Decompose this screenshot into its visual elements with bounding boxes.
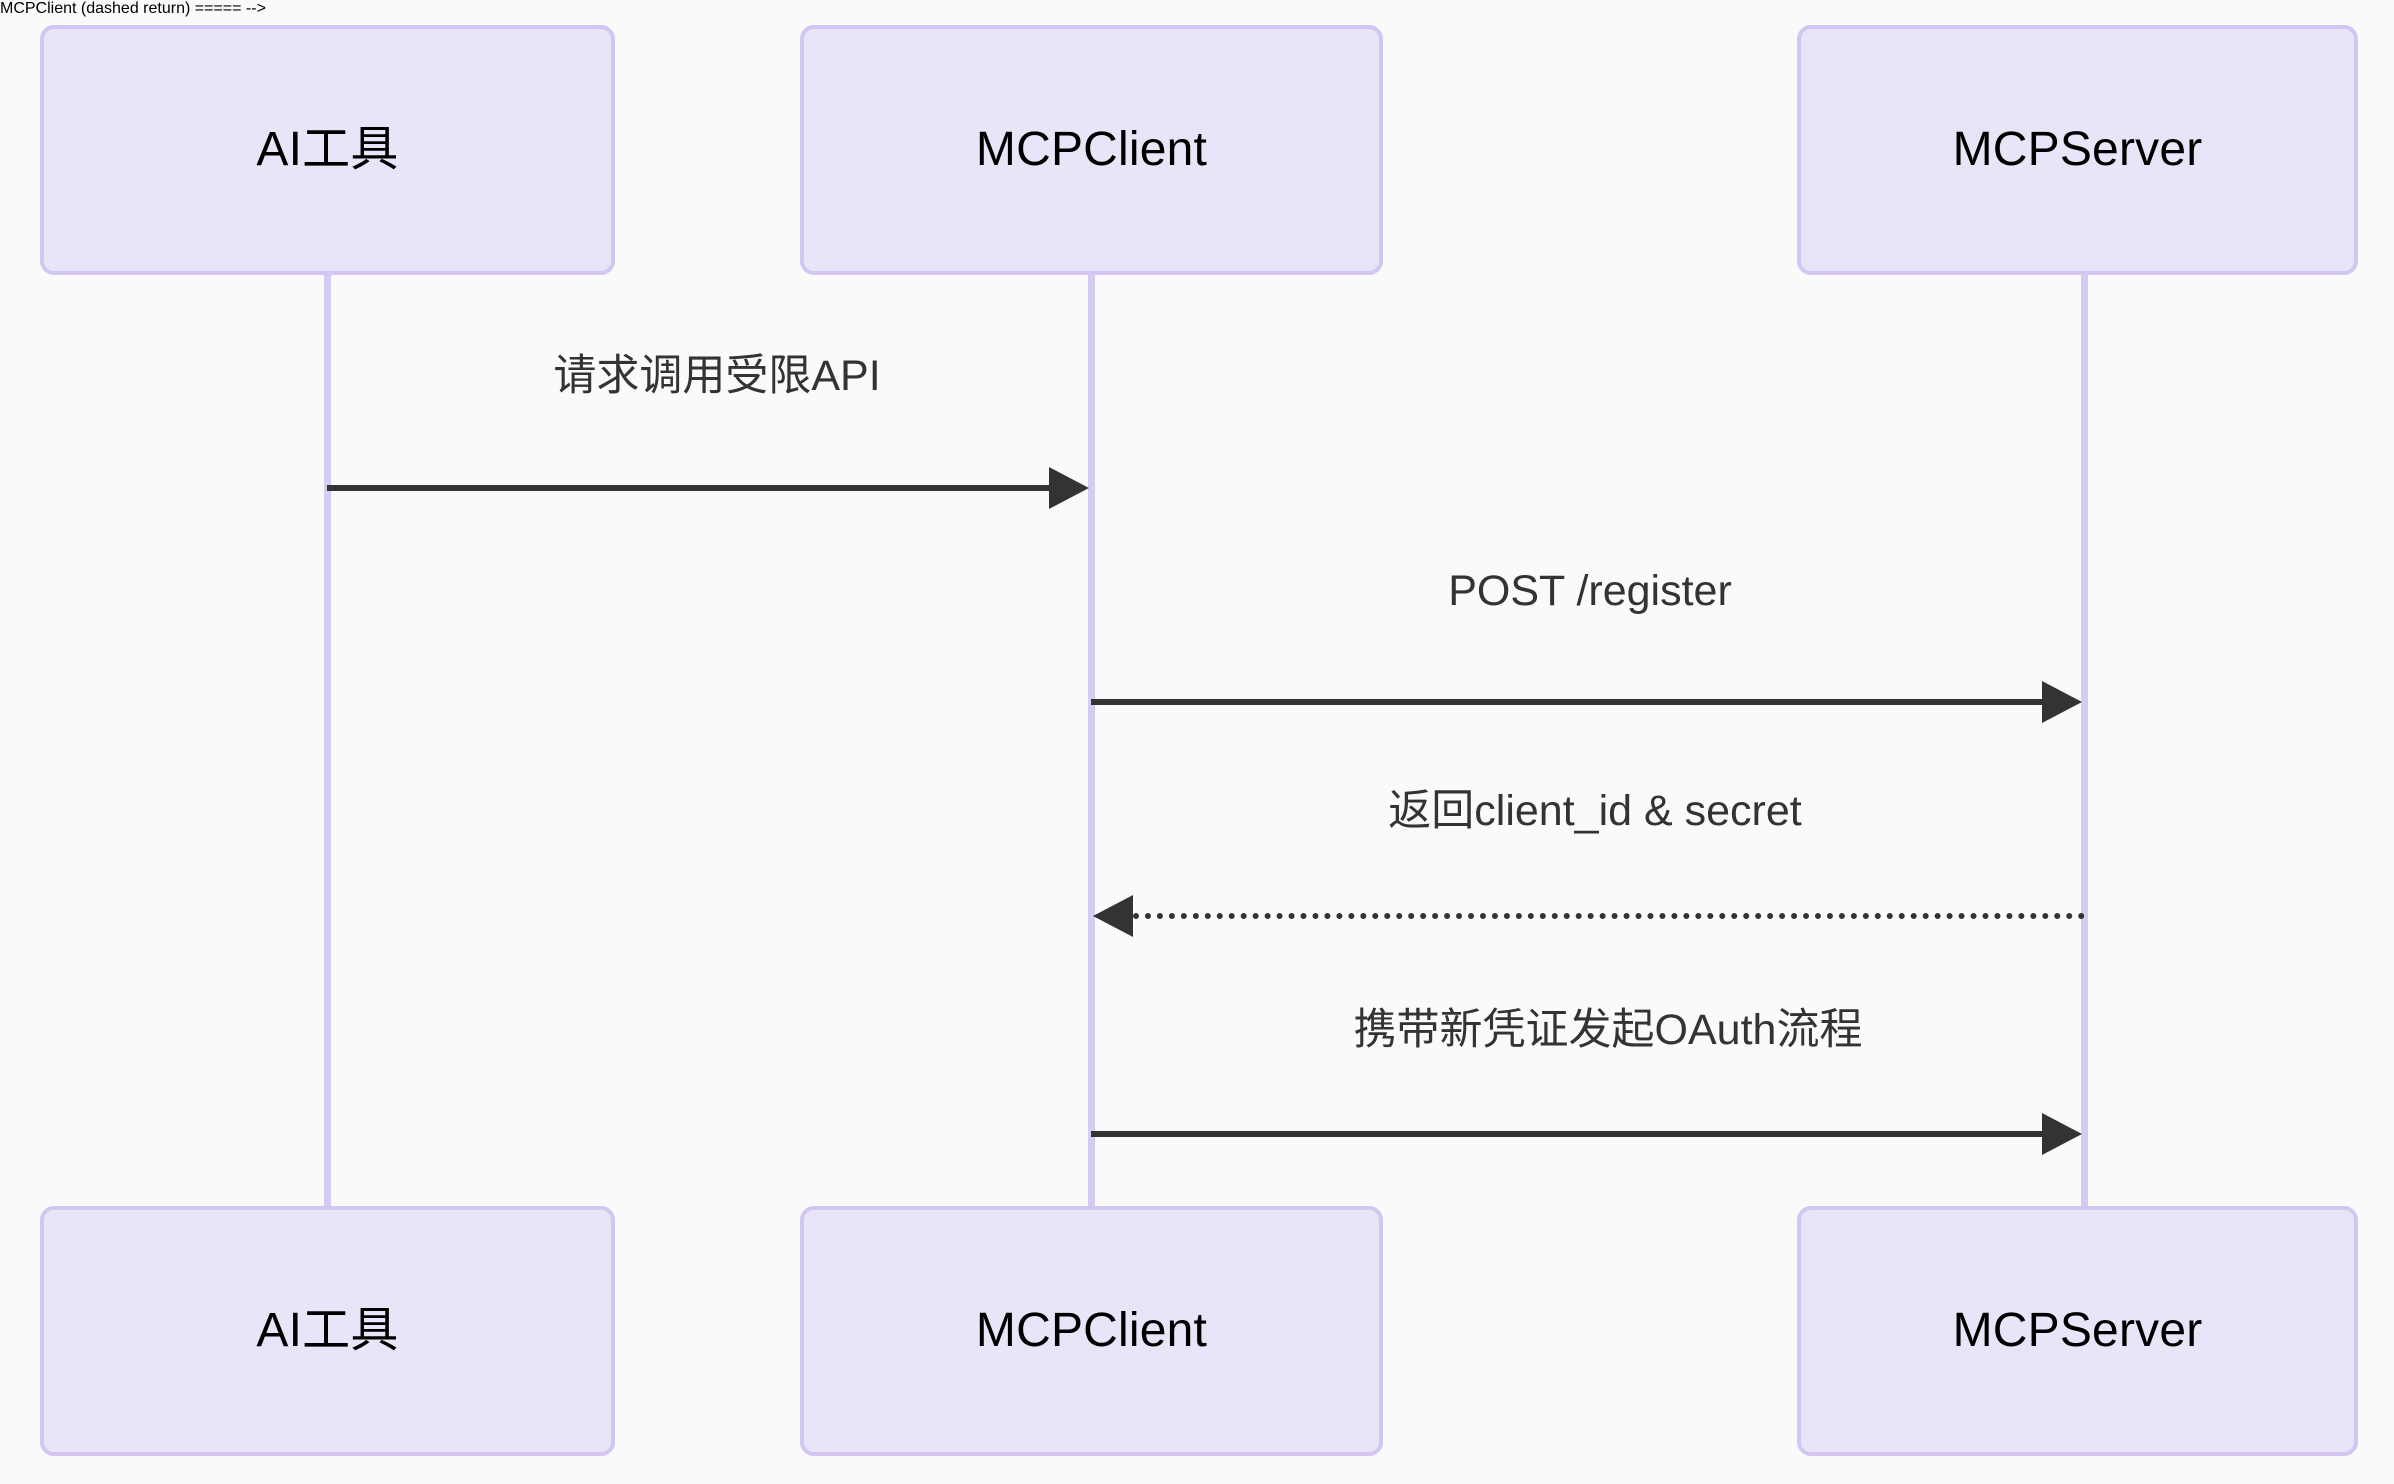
message-line-4 [1091, 1131, 2042, 1137]
participant-box-ai-tool-bottom[interactable]: AI工具 [40, 1206, 615, 1456]
message-line-1 [327, 485, 1049, 491]
message-label-3: 返回client_id & secret [1388, 787, 1802, 835]
lifeline-ai-tool [324, 275, 331, 1207]
lifeline-mcp-server [2081, 275, 2088, 1207]
message-label-2: POST /register [1448, 567, 1732, 615]
message-label-1: 请求调用受限API [553, 352, 881, 400]
participant-label-ai-tool-top: AI工具 [256, 123, 399, 176]
message-arrowhead-1 [1049, 467, 1089, 509]
participant-label-mcp-server-bottom: MCPServer [1952, 1304, 2203, 1357]
participant-box-mcp-server-top[interactable]: MCPServer [1797, 25, 2358, 275]
message-line-2 [1091, 699, 2042, 705]
participant-box-ai-tool-top[interactable]: AI工具 [40, 25, 615, 275]
message-arrowhead-3 [1093, 895, 1133, 937]
message-line-3 [1133, 913, 2085, 919]
participant-box-mcp-server-bottom[interactable]: MCPServer [1797, 1206, 2358, 1456]
participant-box-mcp-client-bottom[interactable]: MCPClient [800, 1206, 1383, 1456]
message-arrowhead-4 [2042, 1113, 2082, 1155]
participant-label-mcp-client-bottom: MCPClient [975, 1304, 1208, 1357]
message-label-4: 携带新凭证发起OAuth流程 [1353, 1006, 1863, 1054]
message-arrowhead-2 [2042, 681, 2082, 723]
participant-label-mcp-server-top: MCPServer [1952, 123, 2203, 176]
lifeline-mcp-client [1088, 275, 1095, 1207]
participant-label-mcp-client-top: MCPClient [975, 123, 1208, 176]
participant-box-mcp-client-top[interactable]: MCPClient [800, 25, 1383, 275]
participant-label-ai-tool-bottom: AI工具 [256, 1304, 399, 1357]
